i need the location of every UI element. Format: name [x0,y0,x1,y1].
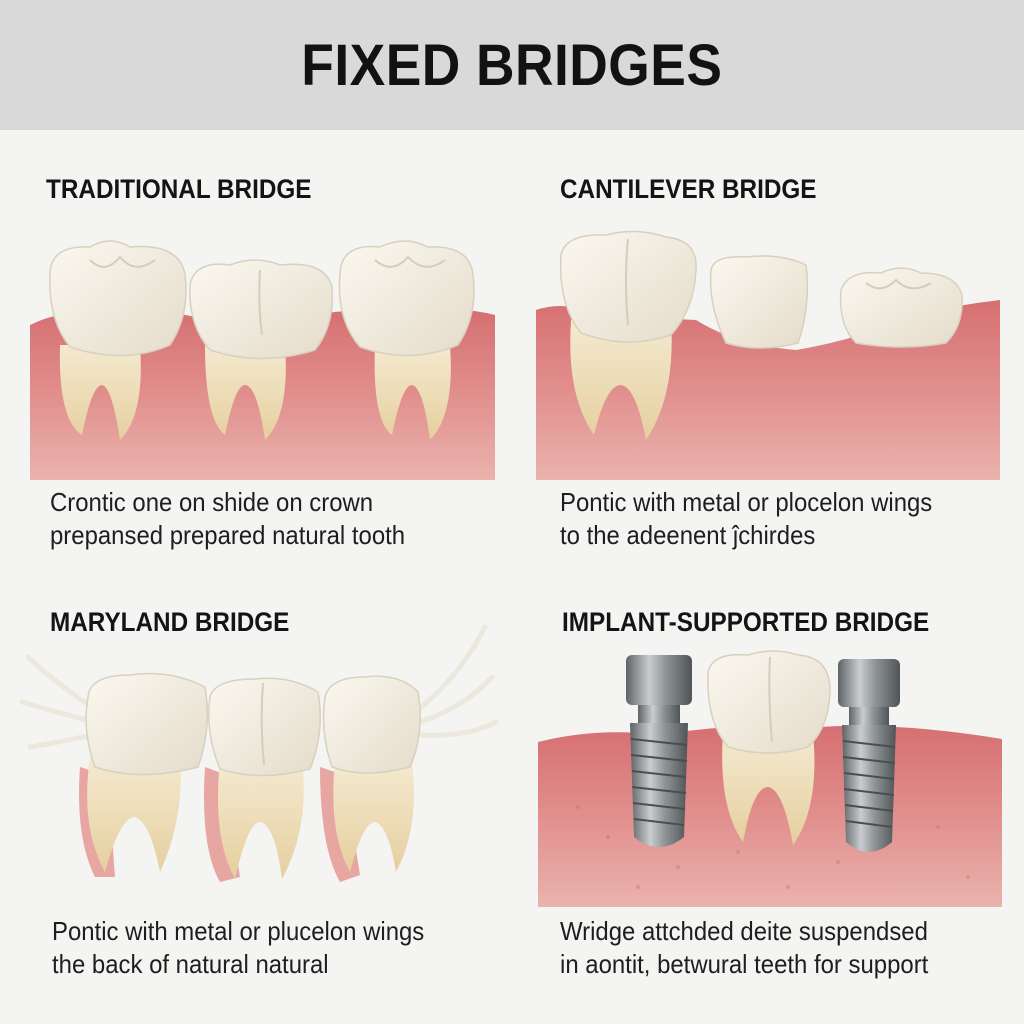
panel-title-traditional: TRADITIONAL BRIDGE [46,174,312,204]
panel-desc-implant: Wridge attchded deite suspendsed in aont… [560,916,929,979]
panel-implant-supported-bridge: IMPLANT-SUPPORTED BRIDGE Wrid [512,577,1024,1024]
header-banner: FIXED BRIDGES [0,0,1024,130]
panel-traditional-bridge: TRADITIONAL BRIDGE Crontic one on shide … [0,130,512,577]
page-title: FIXED BRIDGES [301,32,723,98]
panel-title-implant: IMPLANT-SUPPORTED BRIDGE [562,607,930,637]
panel-desc-cantilever: Pontic with metal or plocelon wings to t… [560,487,933,550]
panel-desc-maryland: Pontic with metal or plucelon wings the … [52,916,425,979]
traditional-bridge-illustration [30,240,495,480]
panel-cantilever-bridge: CANTILEVER BRIDGE Pontic with metal or p… [512,130,1024,577]
cantilever-bridge-illustration [536,230,1000,480]
implant-bridge-illustration [538,650,1002,907]
maryland-bridge-illustration [20,624,499,882]
panel-maryland-bridge: MARYLAND BRIDGE Pontic with metal or plu… [0,577,512,1024]
panel-title-cantilever: CANTILEVER BRIDGE [560,174,817,204]
panel-desc-traditional: Crontic one on shide on crown prepansed … [50,487,406,550]
panel-title-maryland: MARYLAND BRIDGE [50,607,290,637]
